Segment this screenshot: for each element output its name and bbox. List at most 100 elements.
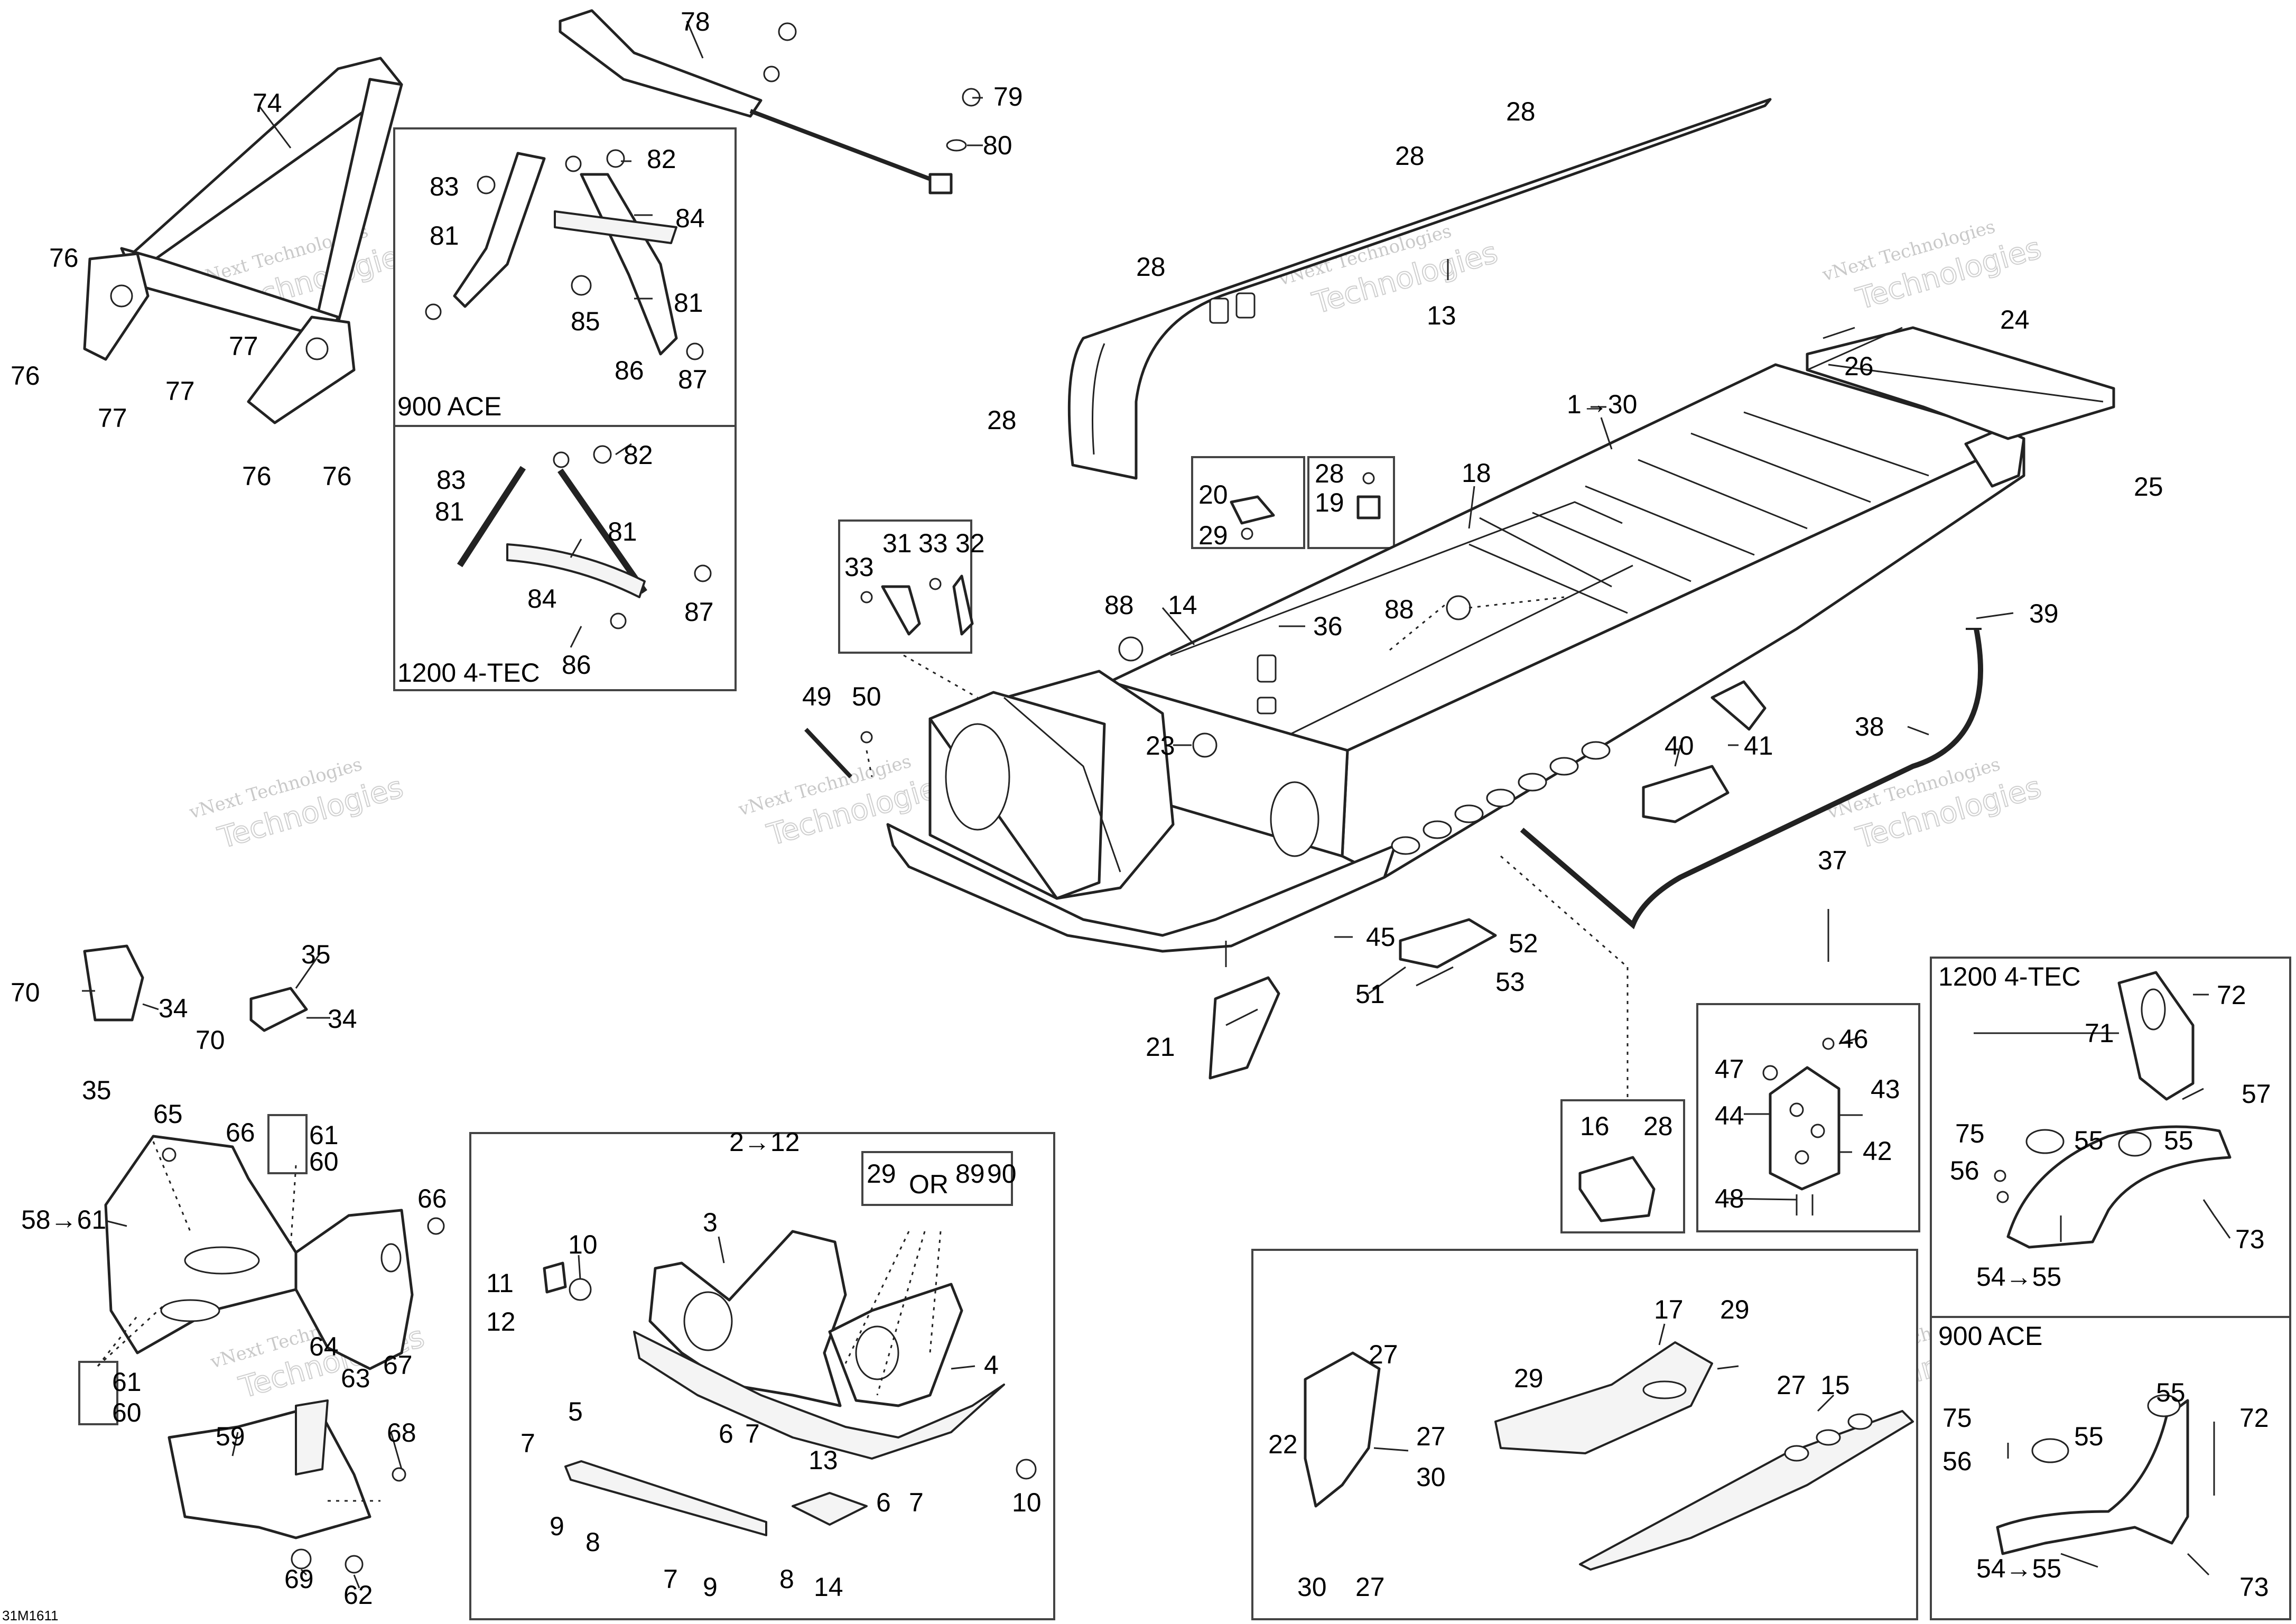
callout-55: 55: [2074, 1126, 2104, 1155]
callout-77: 77: [98, 403, 127, 433]
bracket-52-part: [1399, 918, 1497, 969]
callout-18: 18: [1462, 458, 1491, 488]
callout-58-61: 58→61: [21, 1205, 106, 1235]
callout-67: 67: [383, 1350, 413, 1380]
callout-10: 10: [568, 1230, 598, 1259]
callout-7: 7: [909, 1488, 924, 1517]
callout-34: 34: [159, 994, 188, 1023]
brace-arms-1200-part: [457, 445, 712, 629]
callout-8: 8: [585, 1527, 600, 1557]
engine-mount-900-part: [1996, 1394, 2215, 1555]
callout-73: 73: [2235, 1224, 2265, 1254]
callout-13: 13: [808, 1445, 838, 1475]
callout-81: 81: [608, 517, 637, 546]
callout-74: 74: [253, 88, 282, 118]
callout-1-30: 1→30: [1567, 389, 1637, 419]
callout-19: 19: [1315, 488, 1344, 517]
callout-23: 23: [1146, 731, 1175, 760]
callout-72: 72: [2239, 1403, 2269, 1433]
callout-65: 65: [153, 1099, 183, 1129]
steering-support-part: [83, 57, 403, 424]
brace-arms-900-part: [425, 149, 704, 360]
steering-column-part: [559, 9, 981, 194]
callout-77: 77: [165, 376, 195, 406]
engine-mount-1200-part: [1994, 971, 2232, 1249]
callout-12: 12: [486, 1307, 516, 1337]
callout-6: 6: [876, 1488, 891, 1517]
callout-14: 14: [1168, 590, 1197, 620]
callout-90: 90: [987, 1159, 1017, 1189]
callout-42: 42: [1863, 1136, 1892, 1166]
callout-83: 83: [436, 465, 466, 495]
callout-55: 55: [2074, 1422, 2104, 1451]
callout-84: 84: [527, 584, 557, 614]
callout-54-55: 54→55: [1976, 1554, 2061, 1583]
front-frame-2-12-part: [543, 1230, 1037, 1536]
callout-44: 44: [1715, 1101, 1744, 1130]
callout-87: 87: [678, 365, 708, 394]
callout-78: 78: [681, 7, 710, 36]
callout-75: 75: [1955, 1119, 1985, 1148]
callout-6: 6: [719, 1419, 733, 1449]
callout-55: 55: [2156, 1378, 2186, 1407]
callout-82: 82: [624, 440, 653, 470]
callout-71: 71: [2085, 1018, 2114, 1048]
document-id: 31M1611: [2, 1608, 59, 1623]
callout-84: 84: [675, 203, 705, 233]
callout-28: 28: [1136, 252, 1166, 282]
callout-66: 66: [226, 1118, 255, 1147]
callout-28: 28: [987, 405, 1017, 435]
bracket-16-part: [1578, 1156, 1656, 1222]
callout-53: 53: [1495, 967, 1525, 997]
callout-34: 34: [328, 1004, 357, 1034]
callout-61: 61: [309, 1120, 339, 1150]
callout-37: 37: [1818, 846, 1847, 875]
callout-24: 24: [2000, 305, 2030, 335]
callout-77: 77: [229, 331, 258, 361]
inset-61-60-frame-top: [267, 1114, 308, 1174]
callout-48: 48: [1715, 1184, 1744, 1213]
callout-25: 25: [2134, 472, 2163, 502]
callout-27: 27: [1355, 1572, 1385, 1602]
callout-38: 38: [1855, 712, 1884, 741]
inset-29-or-89-90-frame: [861, 1151, 1013, 1206]
callout-45: 45: [1366, 922, 1396, 952]
callout-60: 60: [309, 1147, 339, 1176]
callout-89: 89: [955, 1159, 985, 1189]
callout-26: 26: [1844, 351, 1874, 381]
callout-62: 62: [343, 1580, 373, 1610]
clip-20-part: [1230, 495, 1275, 540]
callout-88: 88: [1384, 595, 1414, 624]
callout-21: 21: [1146, 1032, 1175, 1062]
callout-76: 76: [11, 361, 40, 391]
callout-80: 80: [983, 131, 1012, 160]
callout-29: 29: [1720, 1295, 1750, 1324]
callout-9: 9: [703, 1572, 718, 1602]
callout-61: 61: [112, 1367, 142, 1397]
callout-40: 40: [1665, 731, 1694, 760]
callout-70: 70: [11, 978, 40, 1007]
tunnel-cover-part: [1067, 98, 1772, 480]
callout-30: 30: [1416, 1462, 1446, 1492]
callout-22: 22: [1268, 1430, 1298, 1459]
callout-81: 81: [435, 497, 464, 526]
callout-28: 28: [1395, 141, 1425, 171]
callout-43: 43: [1871, 1074, 1900, 1104]
skid-plates-15-30-part: [1304, 1341, 1914, 1571]
callout-82: 82: [647, 144, 676, 174]
callout-88: 88: [1104, 590, 1134, 620]
callout-27: 27: [1416, 1422, 1446, 1451]
engine-variant-title: 1200 4-TEC: [397, 658, 540, 688]
front-frame-58-61-part: [104, 1135, 445, 1370]
motor-mount-21-part: [1209, 976, 1280, 1080]
running-board-rail-part: [1520, 628, 1983, 930]
callout-56: 56: [1950, 1156, 1979, 1185]
callout-72: 72: [2217, 980, 2246, 1010]
brackets-31-33-part: [860, 574, 974, 636]
callout-39: 39: [2029, 599, 2059, 628]
or-label: OR: [909, 1170, 949, 1199]
callout-81: 81: [430, 221, 459, 250]
callout-29: 29: [1514, 1363, 1544, 1393]
callout-66: 66: [417, 1184, 447, 1213]
